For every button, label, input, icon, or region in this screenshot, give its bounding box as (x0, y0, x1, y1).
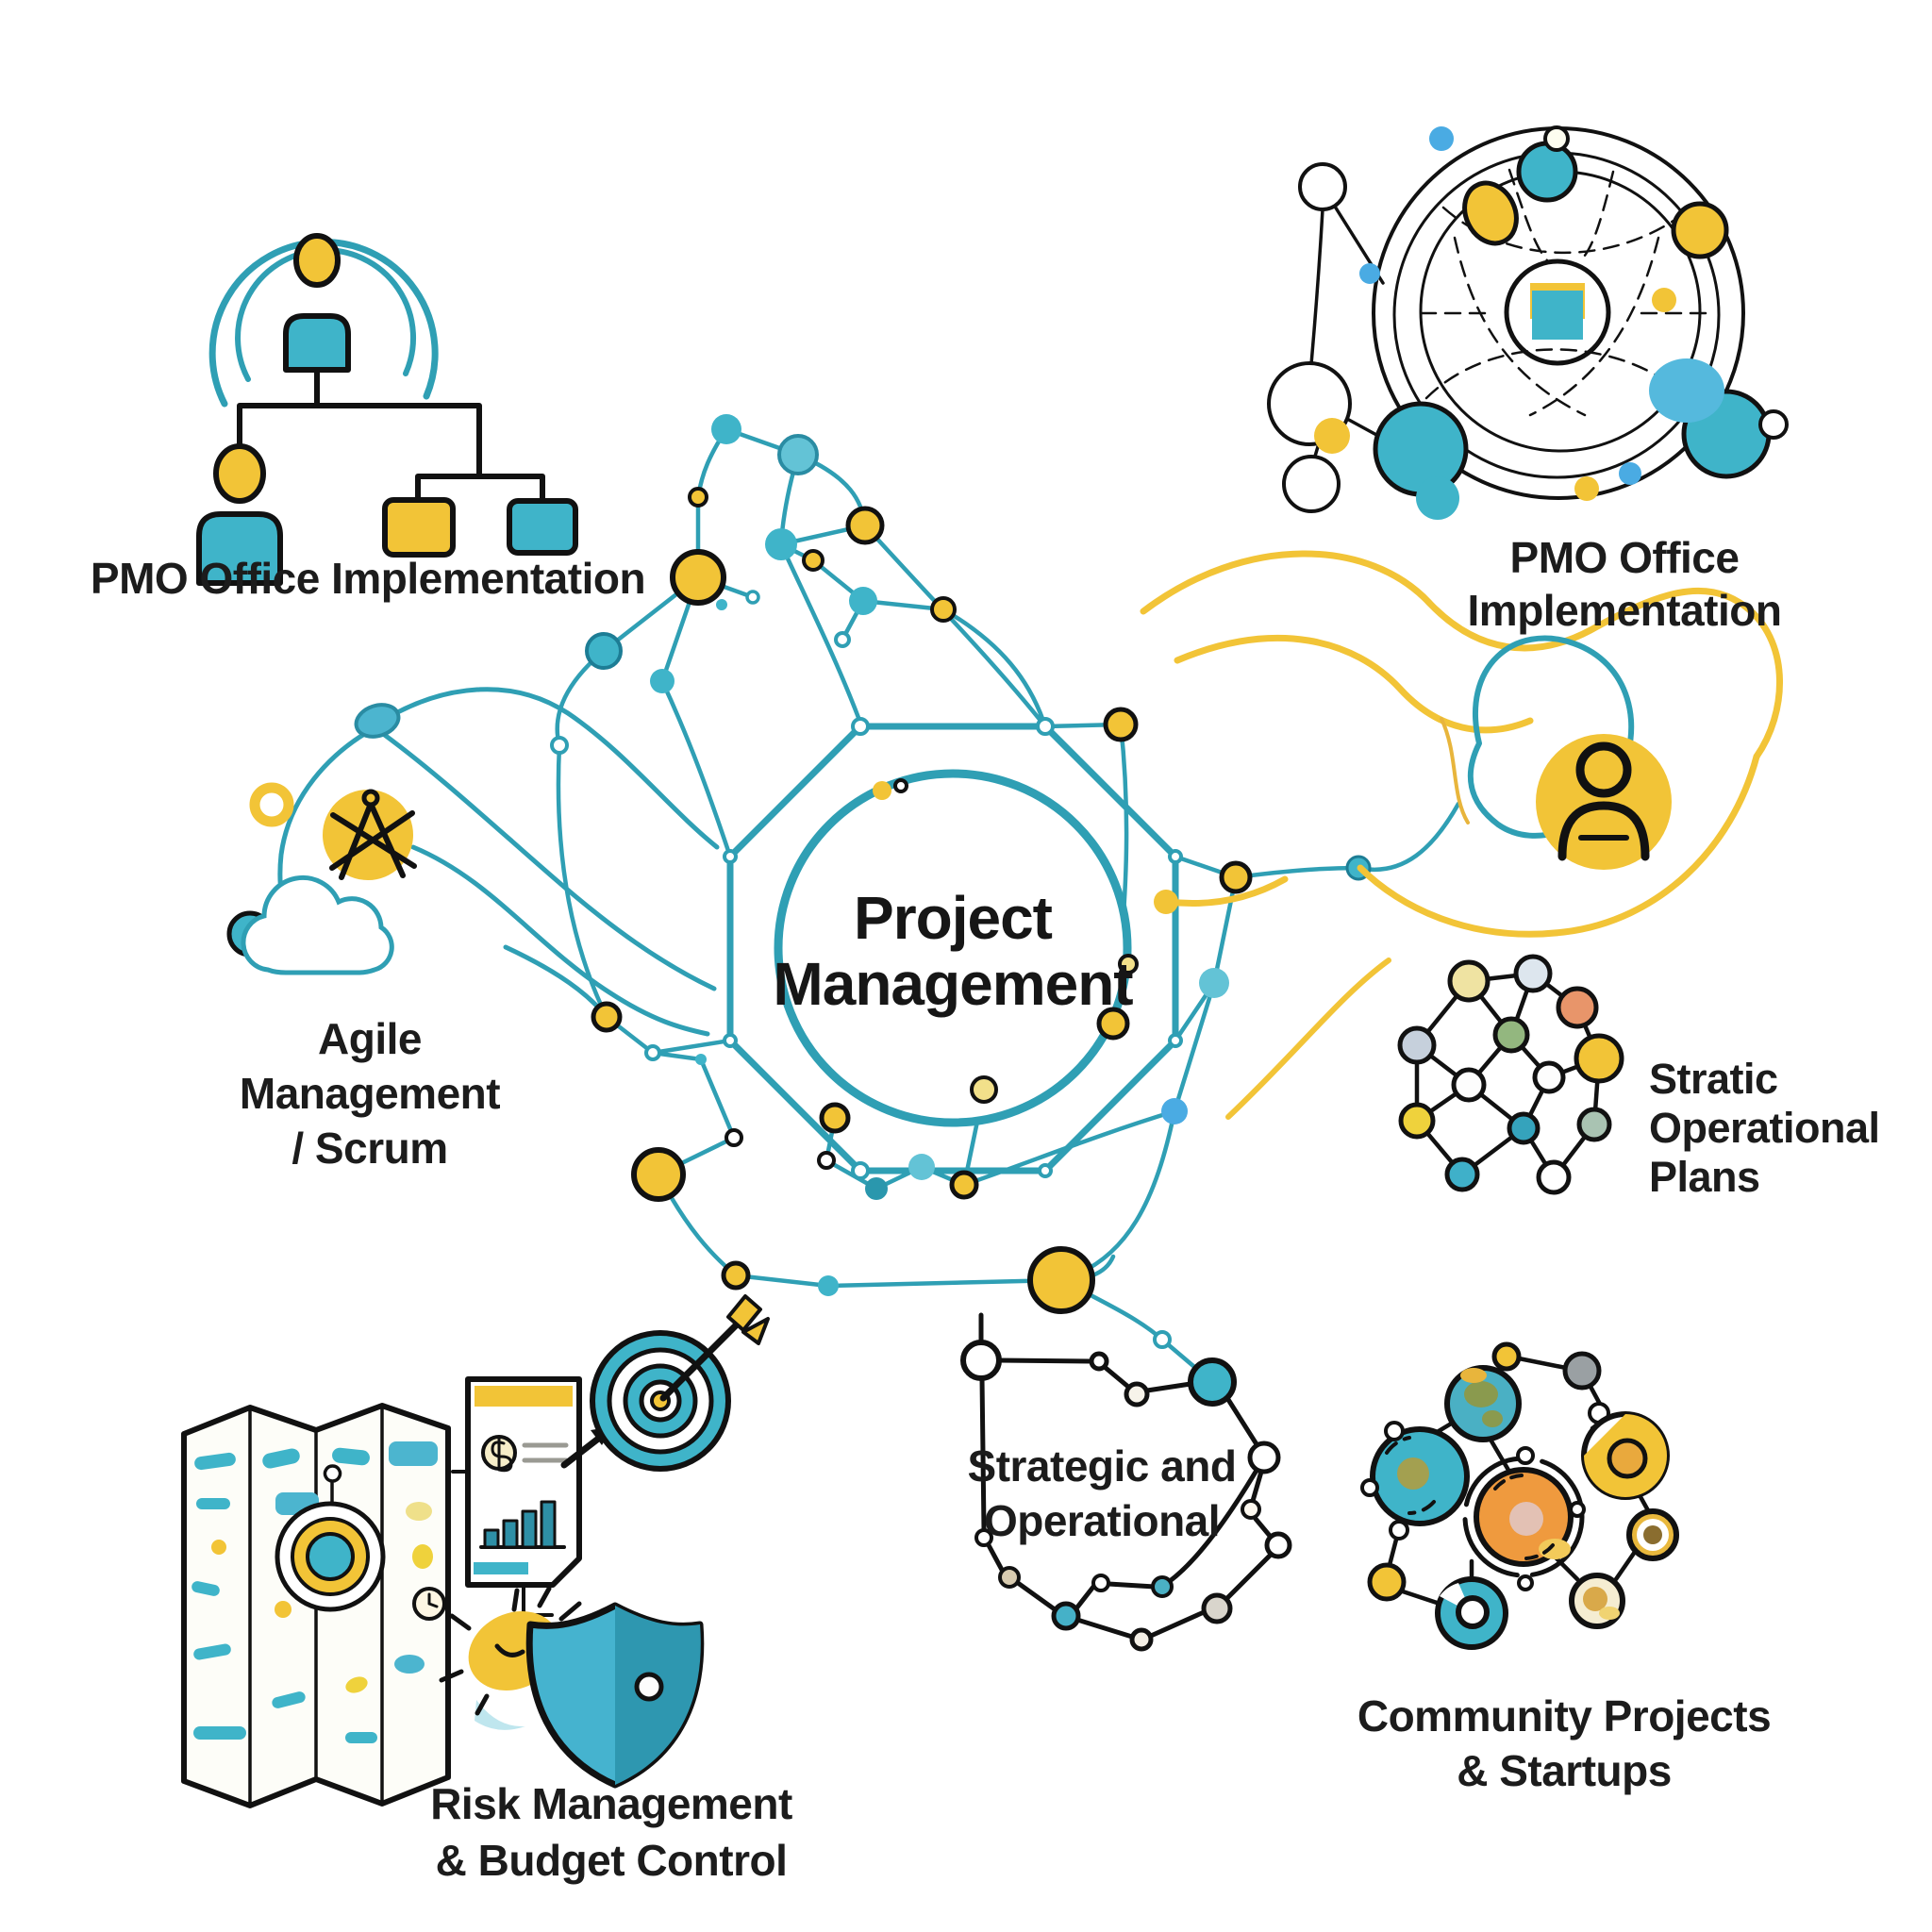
yellow-ring-node (249, 782, 294, 827)
label-risk: Risk Management & Budget Control (430, 1779, 792, 1885)
dartboard-icon (590, 1294, 770, 1472)
person-head (213, 443, 266, 504)
shield-icon (525, 1602, 705, 1789)
label-stratic: Stratic Operational Plans (1649, 1055, 1880, 1201)
central-network-nodes (550, 414, 1372, 1349)
yellow-swirls (1140, 550, 1783, 1120)
org-box-teal (507, 498, 578, 556)
project-management-circle (774, 769, 1132, 1127)
org-box-yellow (382, 497, 456, 558)
person-icon (1536, 734, 1672, 870)
label-pmo-left: PMO Office Implementation (90, 554, 646, 603)
document-icon (465, 1376, 582, 1588)
node-graph-icon (1397, 954, 1624, 1195)
network-sphere-icon (1267, 125, 1789, 520)
map-icon (181, 1403, 451, 1808)
label-strategic-operational: Strategic and Operational (967, 1441, 1237, 1545)
person-head (293, 233, 341, 288)
label-community: Community Projects & Startups (1357, 1691, 1772, 1795)
circle-cluster-icon (1360, 1341, 1679, 1650)
compass-icon (323, 789, 417, 880)
cloud-icon (241, 874, 394, 975)
label-pmo-right: PMO Office Implementation (1467, 533, 1782, 635)
center-label: Project Management (773, 884, 1133, 1018)
central-network (555, 426, 1461, 1385)
person-body (196, 511, 283, 586)
person-body (283, 313, 351, 373)
org-chart-icon (196, 233, 578, 586)
label-agile: Agile Management / Scrum (239, 1014, 501, 1173)
agile-swirl-icon (226, 687, 720, 1037)
risk-cluster (181, 1294, 770, 1808)
teal-bean-node (354, 703, 401, 739)
node-ring-icon (960, 1312, 1292, 1652)
